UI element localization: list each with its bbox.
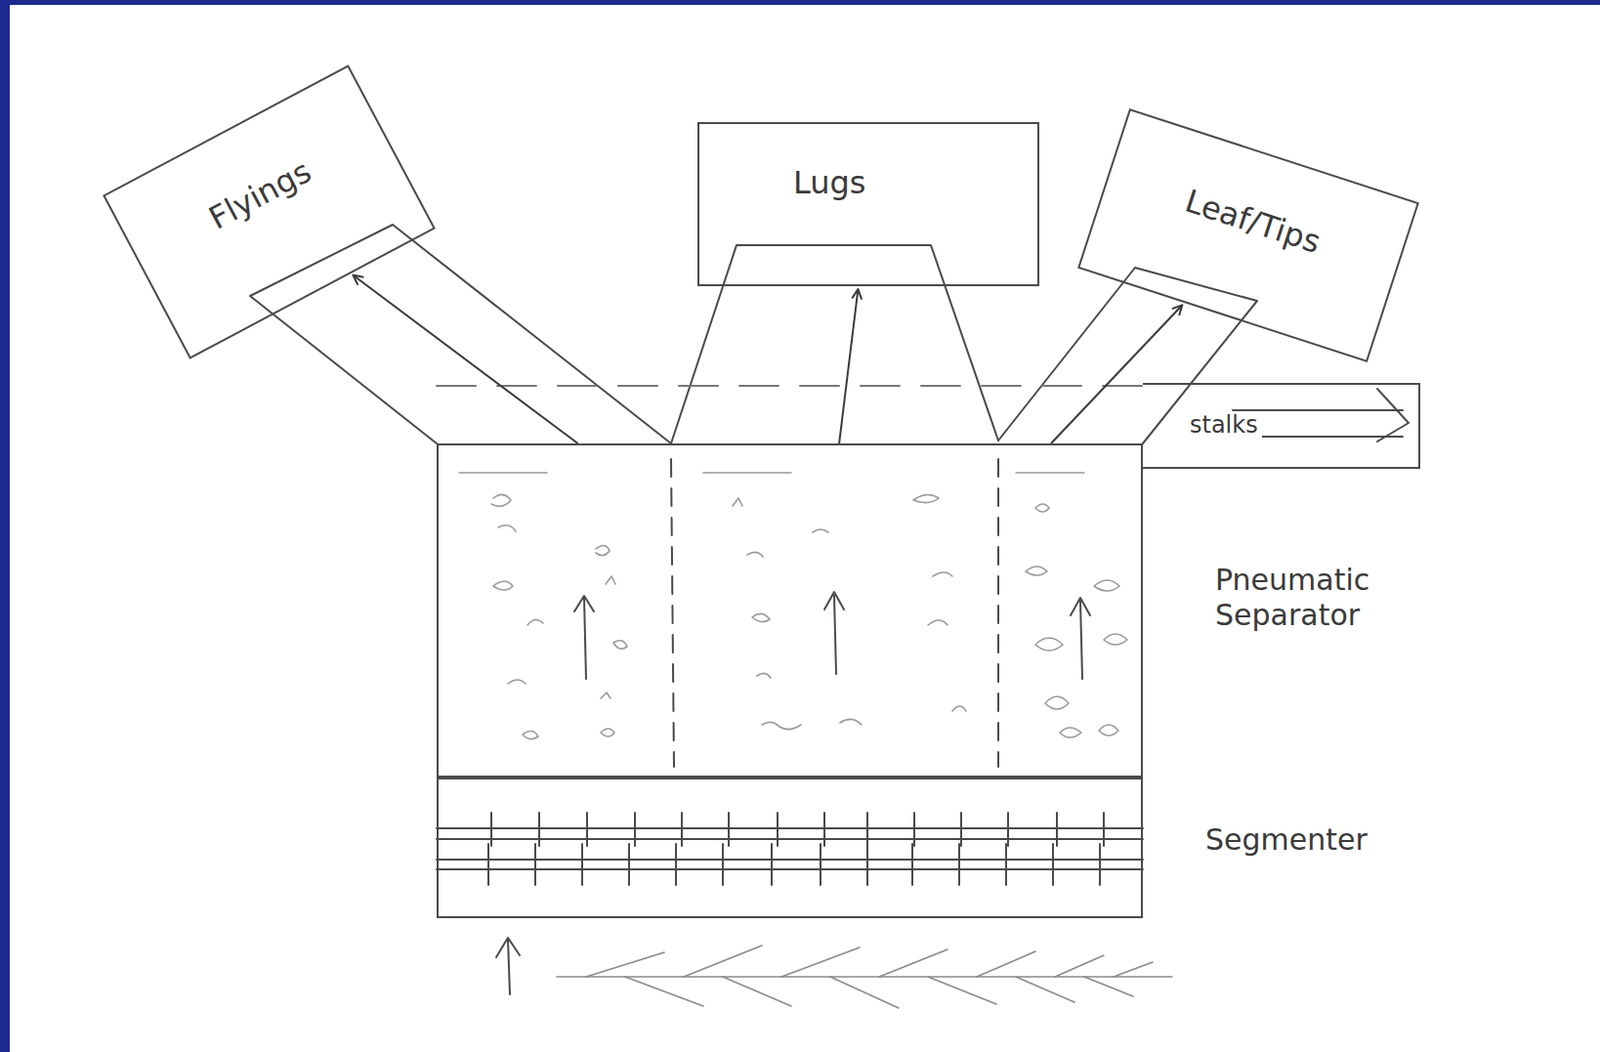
- flow-arrow: [574, 595, 594, 679]
- tobacco-stalk: [556, 945, 1173, 1009]
- output-bin: Leaf/Tips: [1077, 108, 1420, 363]
- segmenter-blades: [488, 843, 1100, 885]
- segmenter-box: Segmenter: [436, 777, 1143, 919]
- flow-arrow: [824, 591, 844, 674]
- output-bin: Flyings: [102, 64, 436, 360]
- node-label: Flyings: [199, 151, 321, 239]
- separator-box: Pneumatic Separator: [436, 443, 1143, 778]
- flyings-chute: [250, 224, 672, 444]
- flow-connector: [353, 275, 578, 444]
- flow-arrow: [1070, 597, 1091, 679]
- segmenter-shaft: [436, 828, 1143, 870]
- flow-connector: [1051, 305, 1182, 444]
- node-label: Leaf/Tips: [1177, 181, 1329, 262]
- node-label: stalks: [1185, 412, 1263, 440]
- node-label: Pneumatic Separator: [1211, 562, 1444, 633]
- particles: [491, 494, 1128, 739]
- stalks-outlet: stalks: [1142, 382, 1421, 469]
- segmenter-blades: [491, 812, 1104, 846]
- slide-ground: [9, 4, 1600, 1052]
- flow-connector: [839, 290, 858, 444]
- level-line: [436, 384, 1143, 387]
- sketch-marks: [459, 471, 1085, 474]
- node-label: Segmenter: [1201, 822, 1434, 858]
- output-bin: Lugs: [697, 122, 1040, 287]
- lugs-chute: [671, 245, 999, 444]
- node-label: Lugs: [789, 165, 871, 202]
- separator-divider: [671, 459, 999, 767]
- feed-arrow: [496, 937, 520, 995]
